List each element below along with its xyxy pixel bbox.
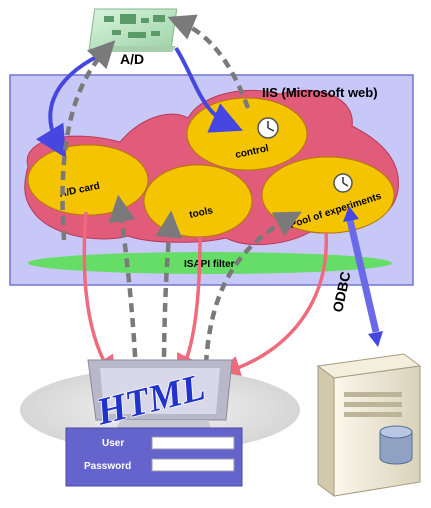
isapi-filter-band — [28, 252, 392, 274]
gray-dashed-arrow — [203, 211, 302, 365]
tools-label: tools — [188, 205, 214, 221]
clock-icon — [333, 173, 353, 193]
blue-arrow-ad-to-card — [35, 53, 101, 159]
red-arrow — [215, 231, 328, 380]
server-icon — [316, 353, 422, 497]
user-label: User — [102, 438, 124, 449]
iis-title: IIS (Microsoft web) — [262, 85, 378, 100]
clock-icon — [257, 117, 279, 139]
password-input[interactable] — [151, 458, 235, 472]
database-icon — [379, 425, 413, 465]
gray-dashed-arrow — [108, 194, 139, 373]
password-label: Password — [84, 461, 131, 472]
gray-dashed-arrow — [155, 210, 183, 373]
ad-label: A/D — [120, 51, 144, 67]
ad-board — [88, 8, 178, 52]
gray-dashed-arrow — [60, 40, 116, 241]
control-node — [186, 97, 308, 171]
isapi-filter-label: ISAPI filter — [184, 259, 235, 270]
user-input[interactable] — [151, 436, 235, 450]
odbc-arrow — [343, 206, 383, 347]
ad-card-node — [27, 144, 149, 216]
tools-node — [143, 164, 253, 238]
blue-arrow-control-to-board — [174, 46, 243, 133]
